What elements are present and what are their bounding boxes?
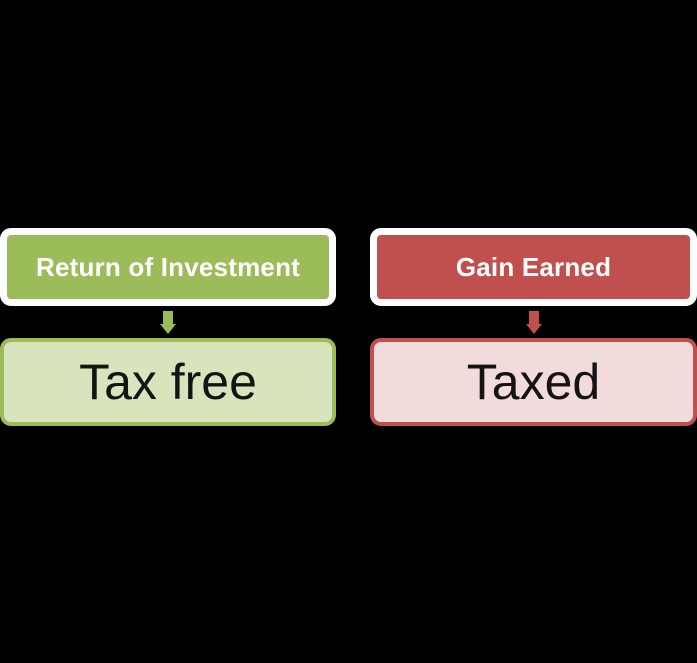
node-tax-free-label: Tax free <box>79 353 257 410</box>
connector-return-of-investment <box>0 306 336 338</box>
arrow-shaft <box>163 310 173 325</box>
node-gain-earned-label: Gain Earned <box>455 251 612 282</box>
connector-gain-earned <box>370 306 697 338</box>
arrow-shaft <box>528 310 539 325</box>
flow-column-gain-earned: Gain Earned Taxed <box>370 228 697 426</box>
node-return-of-investment-label: Return of Investment <box>35 251 301 282</box>
flow-column-return-of-investment: Return of Investment Tax free <box>0 228 336 426</box>
node-gain-earned[interactable]: Gain Earned <box>370 228 697 306</box>
arrow-down-icon <box>525 310 542 334</box>
arrow-head <box>525 323 542 334</box>
node-taxed[interactable]: Taxed <box>370 338 697 426</box>
node-taxed-label: Taxed <box>466 353 601 410</box>
node-tax-free[interactable]: Tax free <box>0 338 336 426</box>
arrow-down-icon <box>160 310 176 334</box>
arrow-head <box>160 323 176 334</box>
node-return-of-investment[interactable]: Return of Investment <box>0 228 336 306</box>
